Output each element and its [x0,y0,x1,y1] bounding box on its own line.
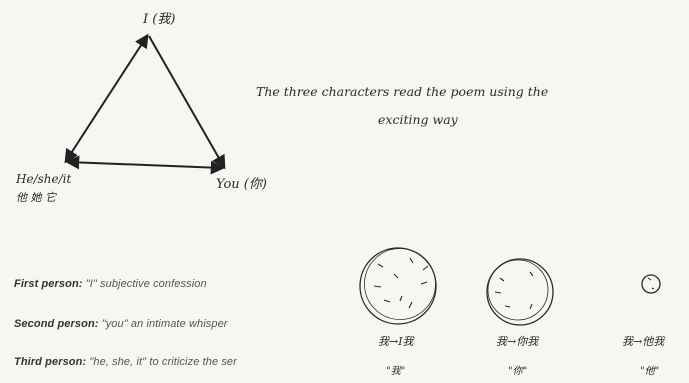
vertex-label-he-she-it: He/she/it [15,172,71,186]
circle-sub-third: "他" [640,365,659,377]
vertex-label-he-she-it-chinese: 他 她 它 [16,191,57,204]
person-desc-third: "he, she, it" to criticize the ser [89,356,237,368]
person-term-first: First person: [14,278,83,290]
person-desc-second: "you" an intimate whisper [101,318,228,330]
person-row-second: Second person: "you" an intimate whisper [14,318,228,330]
circle-caption-second: 我→你我 [496,335,539,348]
circle-third-person [641,274,661,294]
circle-sub-second: "你" [508,365,527,377]
vertex-label-you: You (你) [216,177,267,192]
person-term-third: Third person: [14,356,87,368]
circle-second-person [486,258,554,326]
note-line-1: The three characters read the poem using… [256,84,548,99]
circle-caption-third: 我→他我 [622,335,665,348]
person-desc-first: "I" subjective confession [85,278,207,290]
person-term-second: Second person: [14,318,99,330]
edge-he-you [65,155,225,175]
person-row-third: Third person: "he, she, it" to criticize… [14,356,237,368]
note-line-2: exciting way [378,112,459,127]
edge-i-you [148,35,226,170]
circle-first-person [359,247,437,325]
edge-i-he [64,33,149,164]
vertex-label-i: I (我) [142,12,175,27]
person-row-first: First person: "I" subjective confession [14,278,207,290]
perspective-triangle [64,33,226,175]
circle-sub-first: "我" [386,365,405,377]
circle-caption-first: 我→I我 [378,335,415,348]
